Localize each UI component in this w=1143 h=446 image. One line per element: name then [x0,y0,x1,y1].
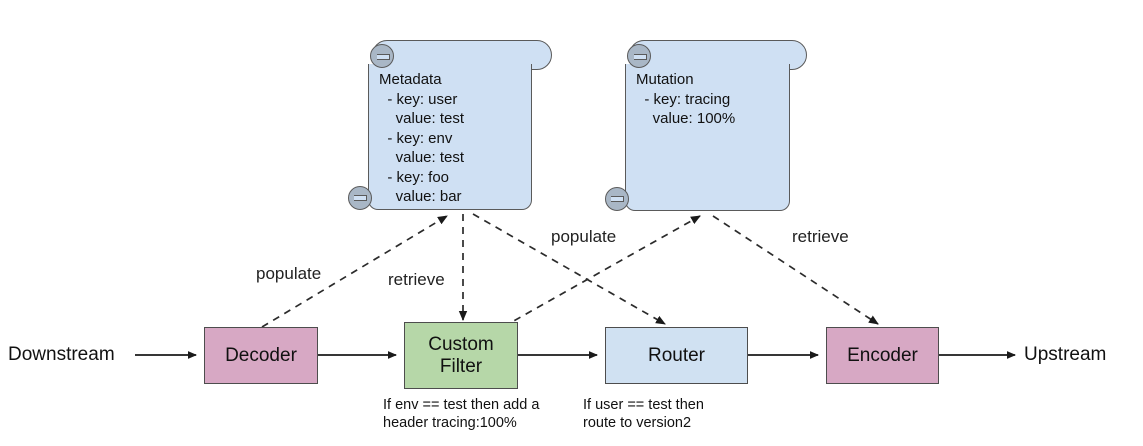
node-router[interactable]: Router [605,327,748,384]
node-decoder[interactable]: Decoder [204,327,318,384]
node-decoder-label: Decoder [225,344,297,366]
scroll-mutation-body [625,64,790,211]
caption-custom-filter: If env == test then add a header tracing… [383,397,540,431]
edge-label-retrieve-mutation: retrieve [792,227,849,246]
dashed-metadata-to-router [472,213,666,325]
endpoint-upstream: Upstream [1024,344,1107,365]
edge-label-retrieve-metadata: retrieve [388,270,445,289]
node-encoder-label: Encoder [847,344,918,366]
edge-label-populate-mutation: populate [551,227,617,246]
node-custom-filter[interactable]: Custom Filter [404,322,518,389]
caption-router: If user == test then route to version2 [583,397,704,431]
scroll-metadata-bottom-roll-icon [348,186,372,210]
edge-label-populate-metadata: populate [256,264,322,283]
scroll-metadata-text: Metadata - key: user value: test - key: … [379,71,465,205]
node-router-label: Router [647,344,706,366]
scroll-mutation-bottom-roll-icon [605,187,629,211]
dashed-decoder-populate-metadata [261,215,448,328]
node-custom-filter-label: Custom Filter [428,333,494,377]
scroll-metadata-body [368,64,532,210]
dashed-mutation-retrieve-encoder [712,215,879,325]
node-encoder[interactable]: Encoder [826,327,939,384]
scroll-mutation-text: Mutation - key: tracing value: 100% [636,71,736,127]
scroll-metadata-top-roll-icon [370,44,394,68]
dashed-custom-filter-populate-mutation [502,215,701,328]
scroll-mutation-top-roll-icon [627,44,651,68]
endpoint-downstream: Downstream [8,344,115,365]
